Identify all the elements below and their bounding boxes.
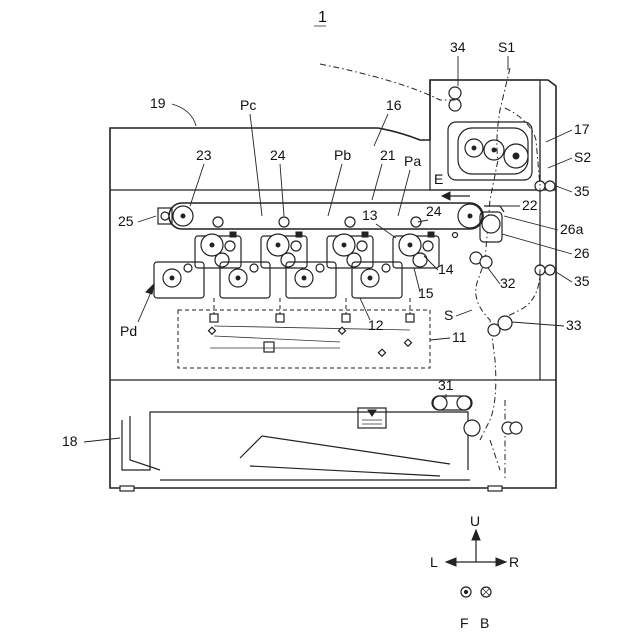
compass-right-label: R xyxy=(509,554,519,570)
label-35a: 35 xyxy=(574,183,590,199)
discharge-rollers-34 xyxy=(449,87,461,111)
label-18: 18 xyxy=(62,433,78,449)
label-16: 16 xyxy=(386,97,402,113)
label-23: 23 xyxy=(196,147,212,163)
label-Pc: Pc xyxy=(240,97,256,113)
rollers-33 xyxy=(488,316,512,336)
label-34: 34 xyxy=(450,39,466,55)
label-31: 31 xyxy=(438,377,454,393)
label-S: S xyxy=(444,307,453,323)
label-32: 32 xyxy=(500,275,516,291)
compass-back-label: B xyxy=(480,615,489,631)
registration-rollers-32 xyxy=(470,252,492,268)
label-25: 25 xyxy=(118,213,134,229)
label-21: 21 xyxy=(380,147,396,163)
label-26a: 26a xyxy=(560,221,584,237)
compass-left-label: L xyxy=(430,554,438,570)
label-Pd: Pd xyxy=(120,323,137,339)
label-Pb: Pb xyxy=(334,147,351,163)
figure-number: 1 xyxy=(318,9,327,26)
label-19: 19 xyxy=(150,95,166,111)
label-E: E xyxy=(434,171,443,187)
label-22: 22 xyxy=(522,197,538,213)
label-S1: S1 xyxy=(498,39,515,55)
image-forming-stations xyxy=(154,232,439,298)
label-24b: 24 xyxy=(426,203,442,219)
feed-rollers-31 xyxy=(432,396,522,436)
paper-cassette xyxy=(122,408,470,480)
label-26: 26 xyxy=(574,245,590,261)
label-14: 14 xyxy=(438,261,454,277)
compass-front-label: F xyxy=(460,615,469,631)
exposure-unit xyxy=(178,298,430,368)
label-24a: 24 xyxy=(270,147,286,163)
direction-compass: U L R F B xyxy=(430,513,519,631)
station-pd xyxy=(154,232,241,298)
label-Pa: Pa xyxy=(404,153,421,169)
label-35b: 35 xyxy=(574,273,590,289)
fixing-unit xyxy=(430,80,540,190)
label-11: 11 xyxy=(452,329,467,345)
label-13: 13 xyxy=(362,207,378,223)
label-S2: S2 xyxy=(574,149,591,165)
label-17: 17 xyxy=(574,121,590,137)
compass-up-label: U xyxy=(470,513,480,529)
label-15: 15 xyxy=(418,285,434,301)
label-33: 33 xyxy=(566,317,582,333)
label-12: 12 xyxy=(368,317,384,333)
